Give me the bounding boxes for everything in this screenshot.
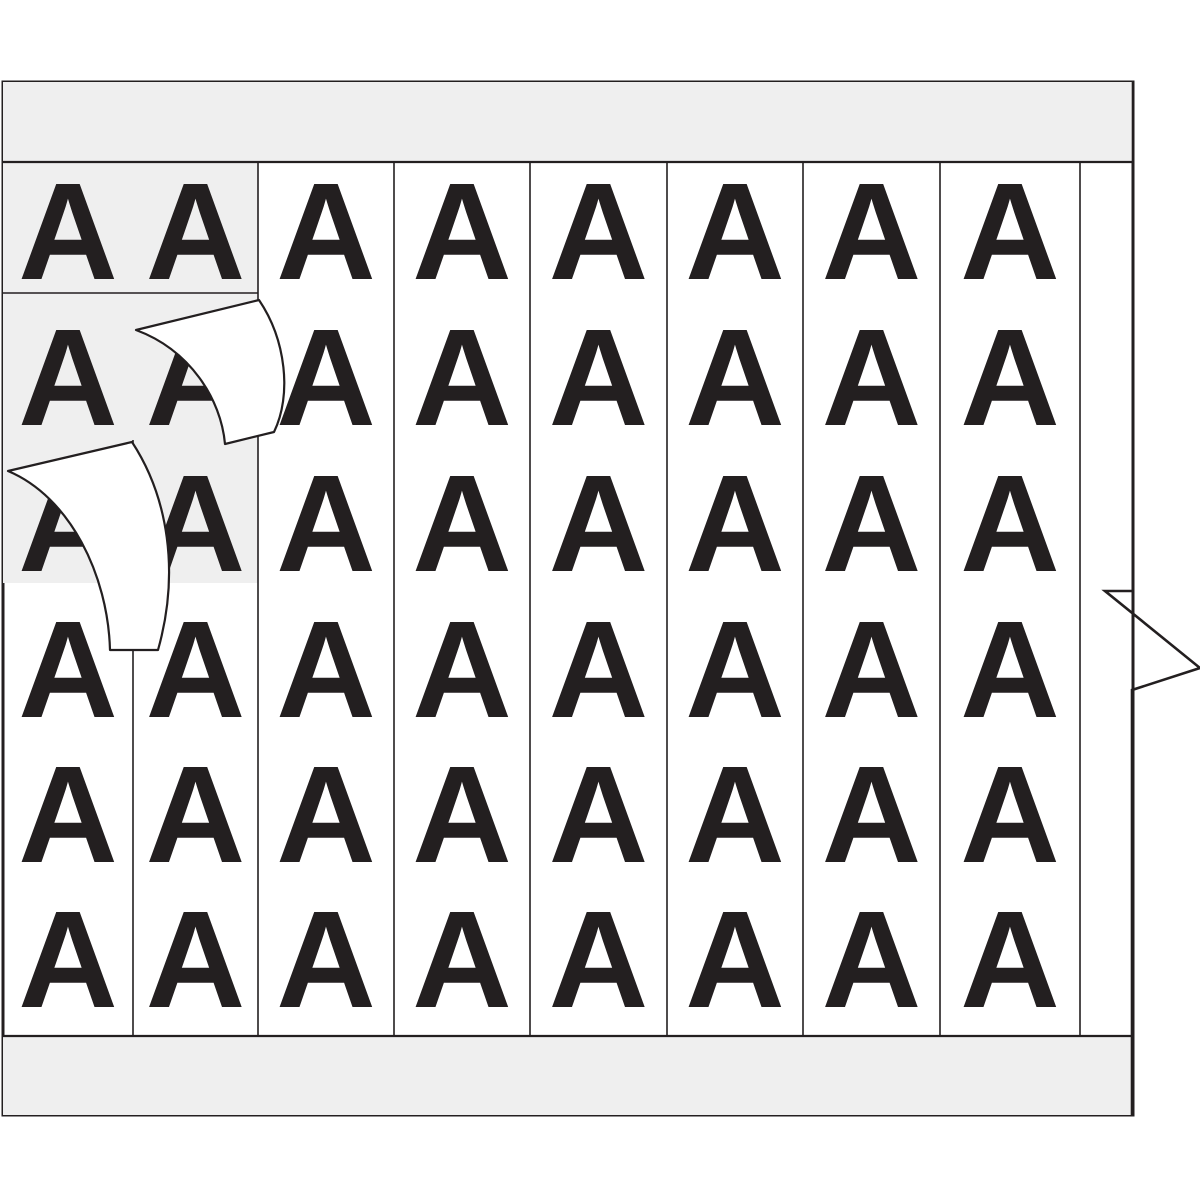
label-letter-r5-c3: A [276, 738, 376, 892]
peeled-label-upper[interactable] [134, 298, 286, 446]
label-letter-r3-c5: A [549, 447, 649, 601]
label-letter-r6-c4: A [412, 883, 512, 1037]
label-letter-r4-c3: A [276, 593, 376, 747]
label-letter-r6-c3: A [276, 883, 376, 1037]
label-letter-r3-c4: A [412, 447, 512, 601]
label-letter-r3-c3: A [276, 447, 376, 601]
label-letter-r5-c2: A [146, 738, 246, 892]
liner-bottom-band [3, 1036, 1133, 1115]
label-letter-r1-c8: A [960, 155, 1060, 309]
label-letter-r1-c3: A [276, 155, 376, 309]
label-letter-r1-c1: A [18, 155, 118, 309]
pull-tab-outline[interactable] [1101, 82, 1200, 1115]
label-letter-r5-c4: A [412, 738, 512, 892]
peeled-label-lower[interactable] [6, 440, 171, 652]
label-letter-r6-c2: A [146, 883, 246, 1037]
label-letter-r1-c6: A [685, 155, 785, 309]
label-letter-r2-c3: A [276, 301, 376, 455]
label-letter-r5-c8: A [960, 738, 1060, 892]
label-letter-r4-c5: A [549, 593, 649, 747]
label-letter-r2-c5: A [549, 301, 649, 455]
label-letter-r1-c4: A [412, 155, 512, 309]
label-letter-r4-c4: A [412, 593, 512, 747]
label-letter-r6-c6: A [685, 883, 785, 1037]
label-letter-r3-c8: A [960, 447, 1060, 601]
label-letter-r5-c7: A [822, 738, 922, 892]
label-letter-r6-c1: A [18, 883, 118, 1037]
label-letter-r6-c5: A [549, 883, 649, 1037]
die-cut-lines-group [3, 160, 1133, 1038]
die-cut-pull-tab[interactable] [1101, 82, 1200, 1115]
label-letter-r1-c2: A [146, 155, 246, 309]
label-letter-r4-c1: A [18, 593, 118, 747]
label-letter-r1-c7: A [822, 155, 922, 309]
label-letter-r3-c6: A [685, 447, 785, 601]
liner-left-upper [3, 82, 258, 293]
label-letter-r5-c5: A [549, 738, 649, 892]
label-letter-r4-c6: A [685, 593, 785, 747]
label-letter-r1-c5: A [549, 155, 649, 309]
peeled-label-upper-face[interactable] [134, 298, 286, 446]
label-letter-r2-c4: A [412, 301, 512, 455]
label-letter-r5-c6: A [685, 738, 785, 892]
label-letter-r2-c8: A [960, 301, 1060, 455]
label-letter-r4-c8: A [960, 593, 1060, 747]
label-letter-r6-c7: A [822, 883, 922, 1037]
label-letter-r4-c7: A [822, 593, 922, 747]
label-letter-r6-c8: A [960, 883, 1060, 1037]
label-letter-r5-c1: A [18, 738, 118, 892]
label-letter-r2-c6: A [685, 301, 785, 455]
peeled-label-lower-face[interactable] [6, 440, 171, 652]
label-letter-r3-c7: A [822, 447, 922, 601]
label-letter-r2-c7: A [822, 301, 922, 455]
label-letter-r2-c1: A [18, 301, 118, 455]
